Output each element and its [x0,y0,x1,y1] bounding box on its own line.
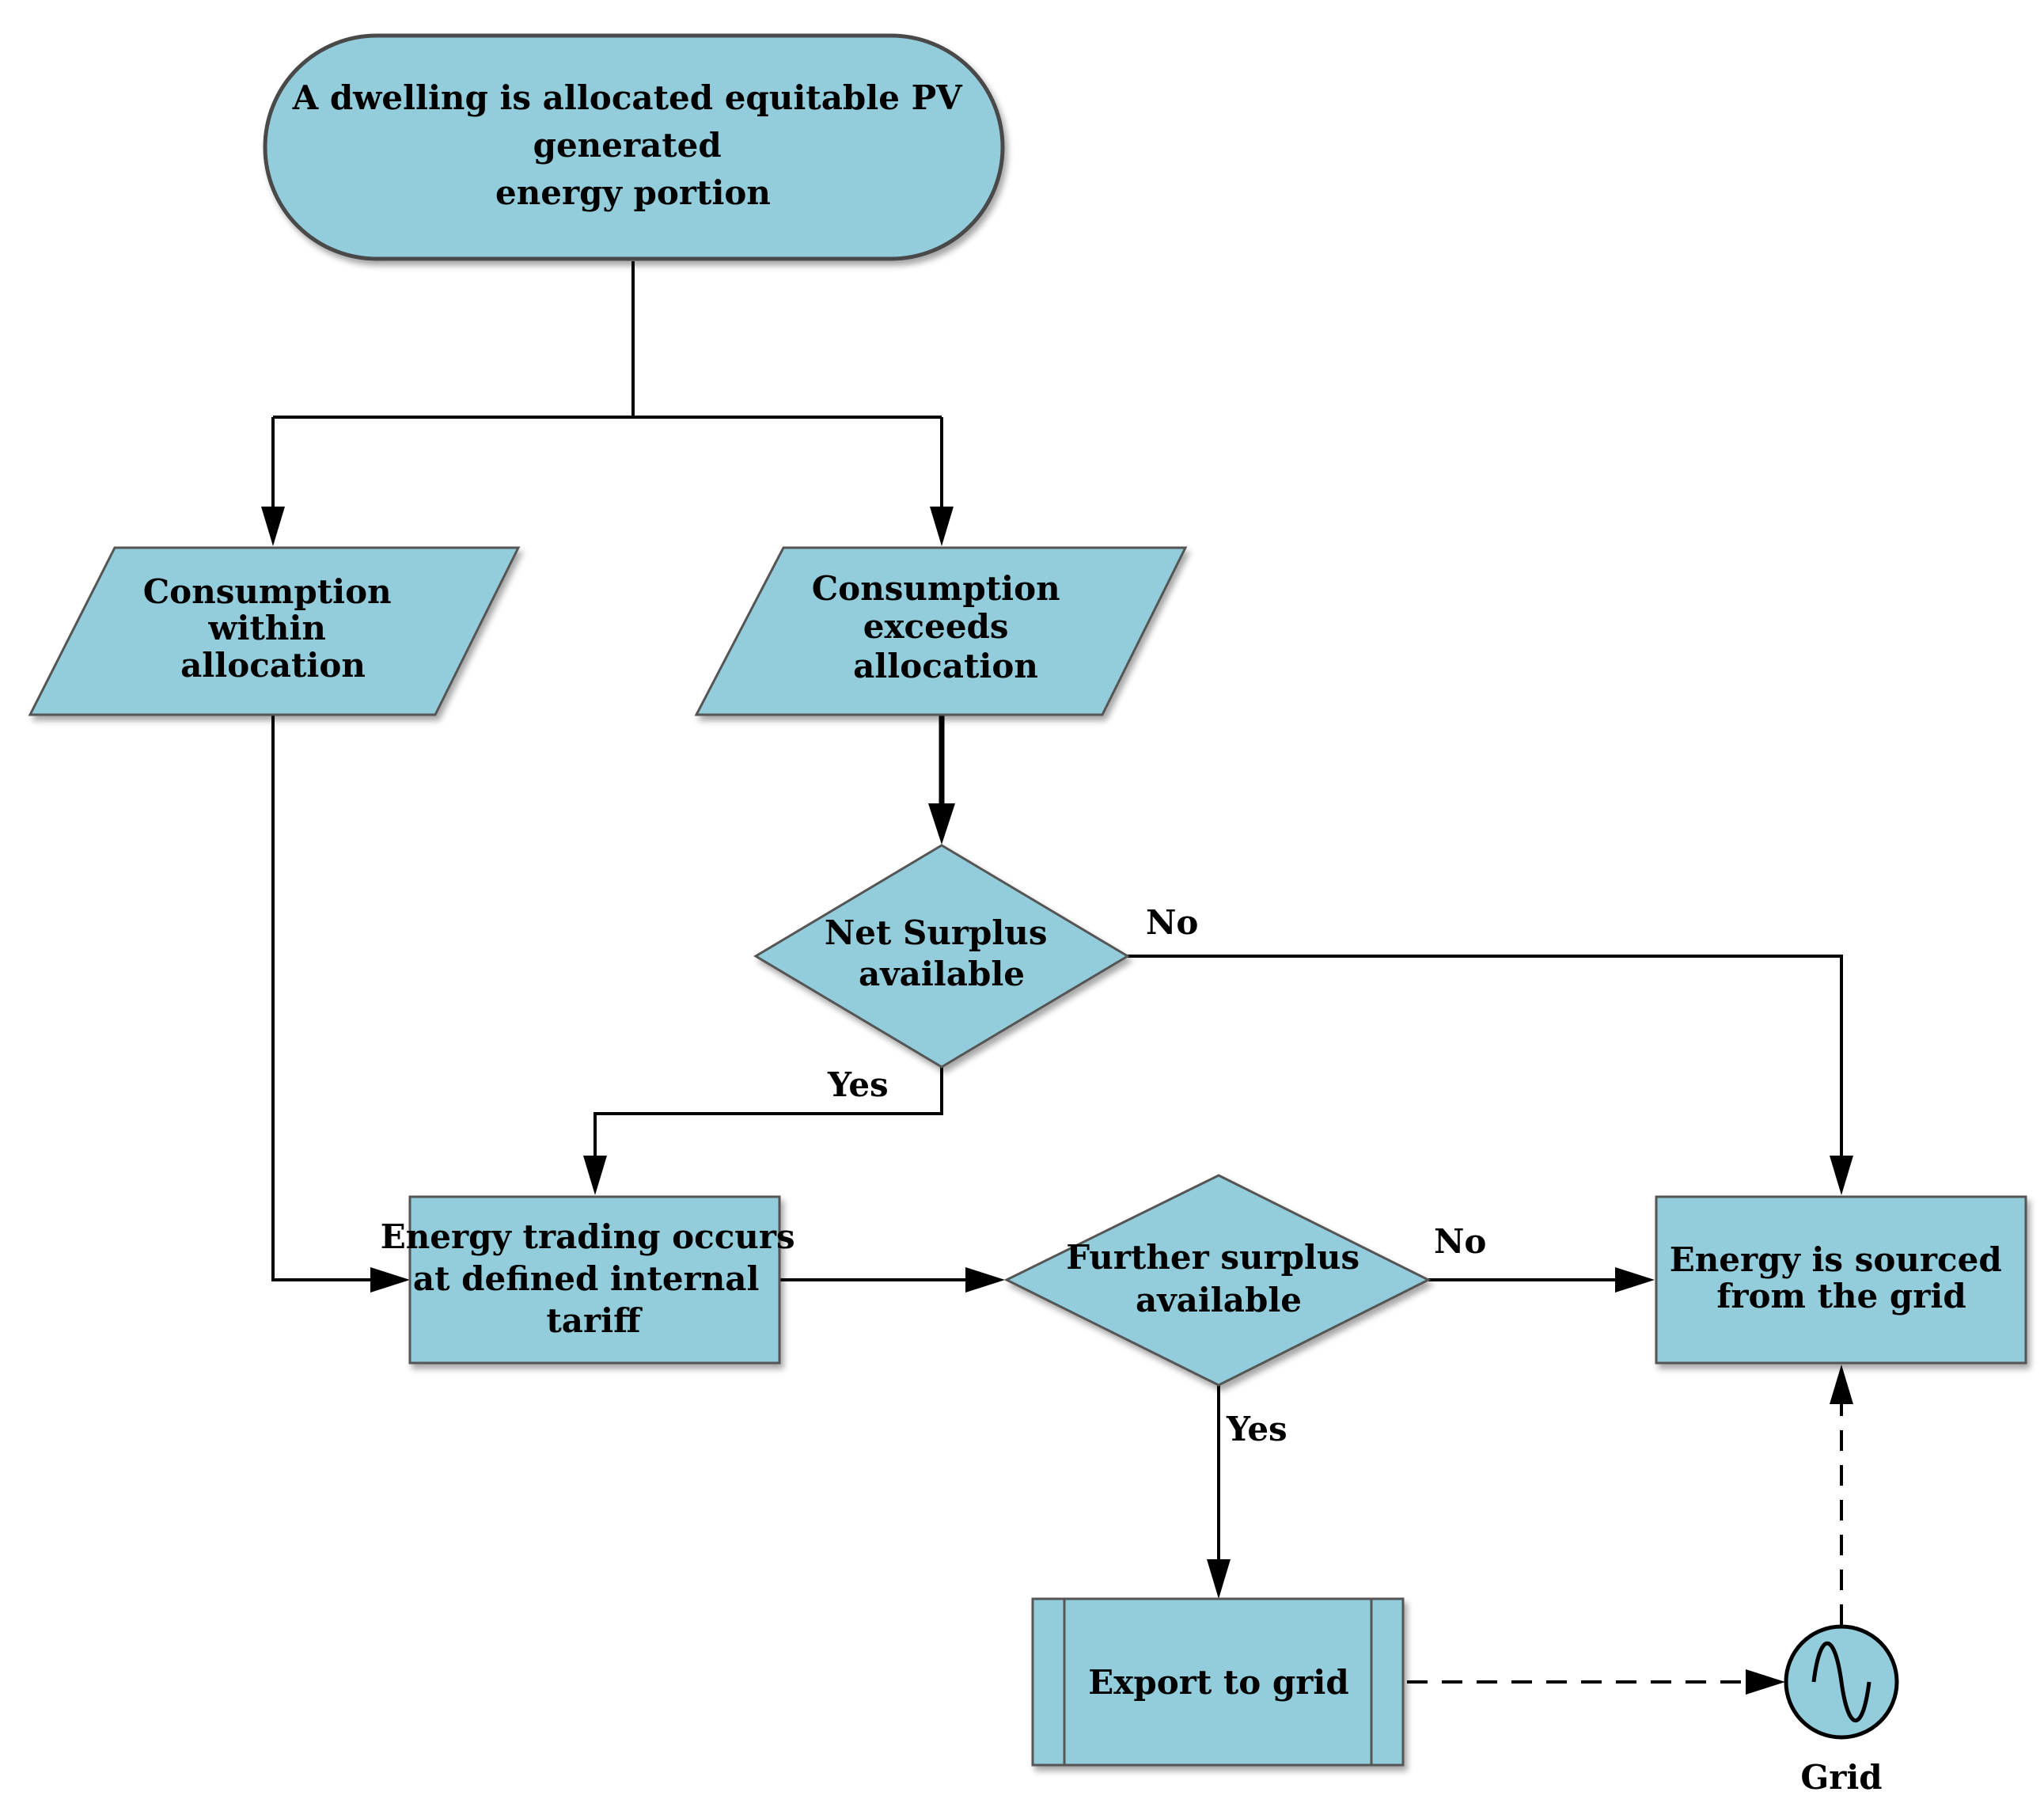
sourced-text: Energy is sourced from the grid [1670,1240,2014,1315]
arrowhead [583,1156,607,1195]
trading-process [408,1195,781,1365]
connector-net-no [1128,955,1843,1157]
export-process [1031,1597,1405,1767]
net-surplus-text: Net Surplus available [825,913,1059,993]
connector-net-yes [593,1067,943,1157]
edge-label-further-no: No [1434,1222,1486,1261]
trading-text: Energy trading occurs at defined interna… [381,1217,806,1340]
arrowhead [930,507,954,546]
exceeds-parallelogram [694,546,1188,716]
grid-label: Grid [1800,1758,1882,1797]
net-surplus-decision [753,844,1130,1069]
arrowhead [1830,1156,1853,1195]
arrowhead [261,507,285,546]
arrowhead [370,1267,410,1293]
edge-label-further-yes: Yes [1226,1410,1287,1448]
further-surplus-decision [1003,1174,1432,1387]
within-text: Consumption within allocation [143,572,404,685]
arrowhead [965,1267,1005,1293]
exceeds-text: Consumption exceeds allocation [812,569,1072,685]
start-text: A dwelling is allocated equitable PV gen… [292,78,974,212]
edge-label-net-yes: Yes [827,1065,889,1104]
arrowhead [1207,1559,1231,1599]
arrowhead [1830,1365,1853,1404]
export-text: Export to grid [1088,1663,1348,1702]
arrowhead [1615,1267,1655,1293]
arrowhead [1746,1669,1785,1695]
edge-label-net-no: No [1146,903,1198,942]
arrowhead [928,803,955,845]
sourced-process [1655,1195,2027,1365]
start-terminator [263,33,1005,261]
ac-source-icon [1784,1624,1899,1740]
within-parallelogram [28,546,521,716]
further-surplus-text: Further surplus available [1066,1238,1371,1319]
connector-within-trading [271,715,372,1281]
